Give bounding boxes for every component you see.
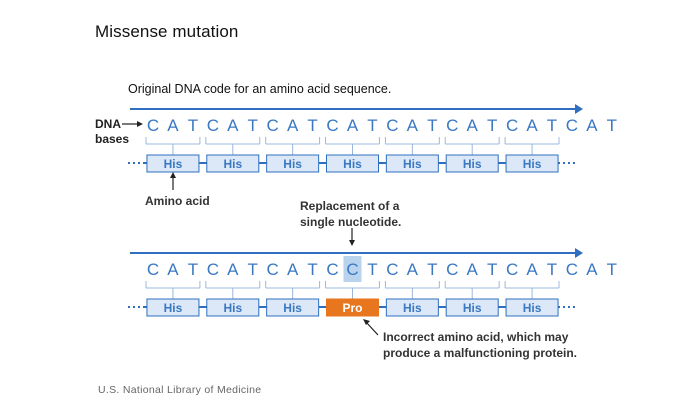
dna-base: T xyxy=(367,116,377,135)
dna-base: C xyxy=(267,116,279,135)
amino-acid-box xyxy=(385,298,439,317)
dna-base: T xyxy=(307,260,317,279)
amino-acid-box xyxy=(206,154,260,173)
incorrect-arrowhead xyxy=(363,319,370,325)
dna-base: A xyxy=(407,116,419,135)
dna-base: A xyxy=(227,116,239,135)
dna-strand-arrowhead xyxy=(575,248,583,258)
amino-acid-text: His xyxy=(343,157,362,171)
dna-base: T xyxy=(547,260,557,279)
dna-base: T xyxy=(427,260,437,279)
amino-acid-box xyxy=(146,154,200,173)
dna-base: C xyxy=(506,116,518,135)
mutated-base-highlight xyxy=(343,256,362,282)
dna-base: A xyxy=(227,260,239,279)
dna-base: C xyxy=(386,260,398,279)
original-caption: Original DNA code for an amino acid sequ… xyxy=(128,82,392,96)
dna-label-arrowhead xyxy=(137,121,143,127)
dna-base: T xyxy=(248,260,258,279)
amino-acid-text: Pro xyxy=(342,301,362,315)
incorrect-pointer xyxy=(365,321,379,336)
dna-base: T xyxy=(307,116,317,135)
dna-base: C xyxy=(326,116,338,135)
incorrect-amino-acid-label: Incorrect amino acid, which may produce … xyxy=(383,330,578,360)
amino-acid-box xyxy=(385,154,439,173)
amino-label-arrowhead xyxy=(170,172,176,178)
amino-acid-text: His xyxy=(523,301,542,315)
replacement-arrowhead xyxy=(349,240,355,246)
amino-acid-label: Amino acid xyxy=(145,194,210,208)
footer-credit: U.S. National Library of Medicine xyxy=(98,384,262,396)
dna-base: A xyxy=(467,260,479,279)
amino-acid-box xyxy=(266,154,320,173)
dna-base: C xyxy=(446,260,458,279)
mutated-amino-acid-box xyxy=(326,298,379,317)
amino-acid-text: His xyxy=(403,157,422,171)
dna-base: C xyxy=(566,116,578,135)
dna-base: A xyxy=(586,260,598,279)
dna-base: A xyxy=(347,116,359,135)
dna-base: C xyxy=(326,260,338,279)
amino-acid-text: His xyxy=(223,301,242,315)
amino-acid-box xyxy=(206,298,260,317)
amino-acid-box xyxy=(146,298,200,317)
dna-base: T xyxy=(248,116,258,135)
dna-base: T xyxy=(427,116,437,135)
amino-acid-box xyxy=(326,154,379,173)
dna-base: A xyxy=(586,116,598,135)
dna-base: C xyxy=(346,260,358,279)
dna-base: T xyxy=(188,260,198,279)
dna-base: T xyxy=(188,116,198,135)
dna-strand-arrowhead xyxy=(575,104,583,114)
dna-base: A xyxy=(407,260,419,279)
dna-base: A xyxy=(167,116,179,135)
dna-base: T xyxy=(367,260,377,279)
amino-acid-text: His xyxy=(283,157,302,171)
dna-base: T xyxy=(607,116,617,135)
dna-base: C xyxy=(147,116,159,135)
amino-acid-box xyxy=(505,298,559,317)
dna-base: T xyxy=(547,116,557,135)
dna-base: T xyxy=(487,260,497,279)
dna-base: C xyxy=(506,260,518,279)
dna-base: C xyxy=(267,260,279,279)
dna-base: C xyxy=(386,116,398,135)
dna-base: T xyxy=(487,116,497,135)
amino-acid-text: His xyxy=(403,301,422,315)
amino-acid-box xyxy=(505,154,559,173)
dna-base: C xyxy=(446,116,458,135)
dna-base: A xyxy=(287,116,299,135)
amino-acid-box xyxy=(445,154,499,173)
dna-base: A xyxy=(287,260,299,279)
dna-base: C xyxy=(147,260,159,279)
page-title: Missense mutation xyxy=(95,22,239,41)
dna-base: C xyxy=(566,260,578,279)
amino-acid-text: His xyxy=(164,157,183,171)
amino-acid-text: His xyxy=(463,157,482,171)
replacement-label: Replacement of a single nucleotide. xyxy=(300,199,402,229)
amino-acid-box xyxy=(445,298,499,317)
amino-acid-text: His xyxy=(283,301,302,315)
dna-base: A xyxy=(526,260,538,279)
dna-base: A xyxy=(526,116,538,135)
dna-base: A xyxy=(467,116,479,135)
dna-base: C xyxy=(207,260,219,279)
dna-base: T xyxy=(607,260,617,279)
dna-base: C xyxy=(207,116,219,135)
amino-acid-box xyxy=(266,298,320,317)
dna-base: A xyxy=(167,260,179,279)
amino-acid-text: His xyxy=(463,301,482,315)
amino-acid-text: His xyxy=(164,301,183,315)
amino-acid-text: His xyxy=(223,157,242,171)
dna-bases-label: DNA bases xyxy=(95,117,130,146)
amino-acid-text: His xyxy=(523,157,542,171)
